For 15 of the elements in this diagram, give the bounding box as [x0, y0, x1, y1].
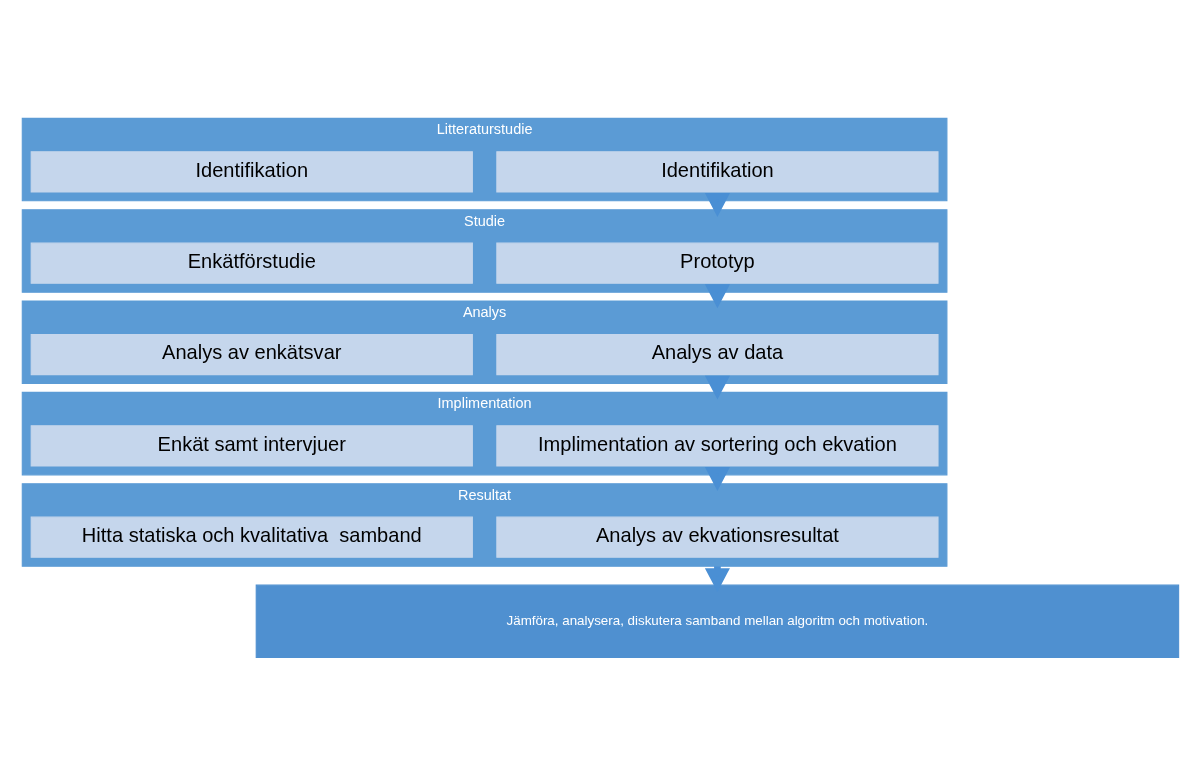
node-box: Identifikation: [30, 151, 473, 193]
node-box: Prototyp: [496, 242, 939, 284]
node-box: Analys av data: [496, 333, 939, 376]
arrow: [704, 284, 730, 309]
node-box: Analys av enkätsvar: [30, 333, 473, 376]
node-box: Analys av ekvationsresultat: [496, 516, 939, 558]
arrow: [704, 193, 730, 217]
node-box: Identifikation: [496, 151, 939, 193]
arrow: [704, 467, 730, 491]
node-box: Implimentation av sortering och ekvation: [496, 425, 939, 467]
node-box: Enkätförstudie: [30, 242, 473, 284]
arrow: [704, 375, 730, 400]
node-box: Enkät samt intervjuer: [30, 425, 473, 467]
node-box: Hitta statiska och kvalitativa samband: [30, 516, 473, 558]
node-box: Jämföra, analysera, diskutera samband mellan algoritm och motivation.: [255, 584, 1180, 659]
